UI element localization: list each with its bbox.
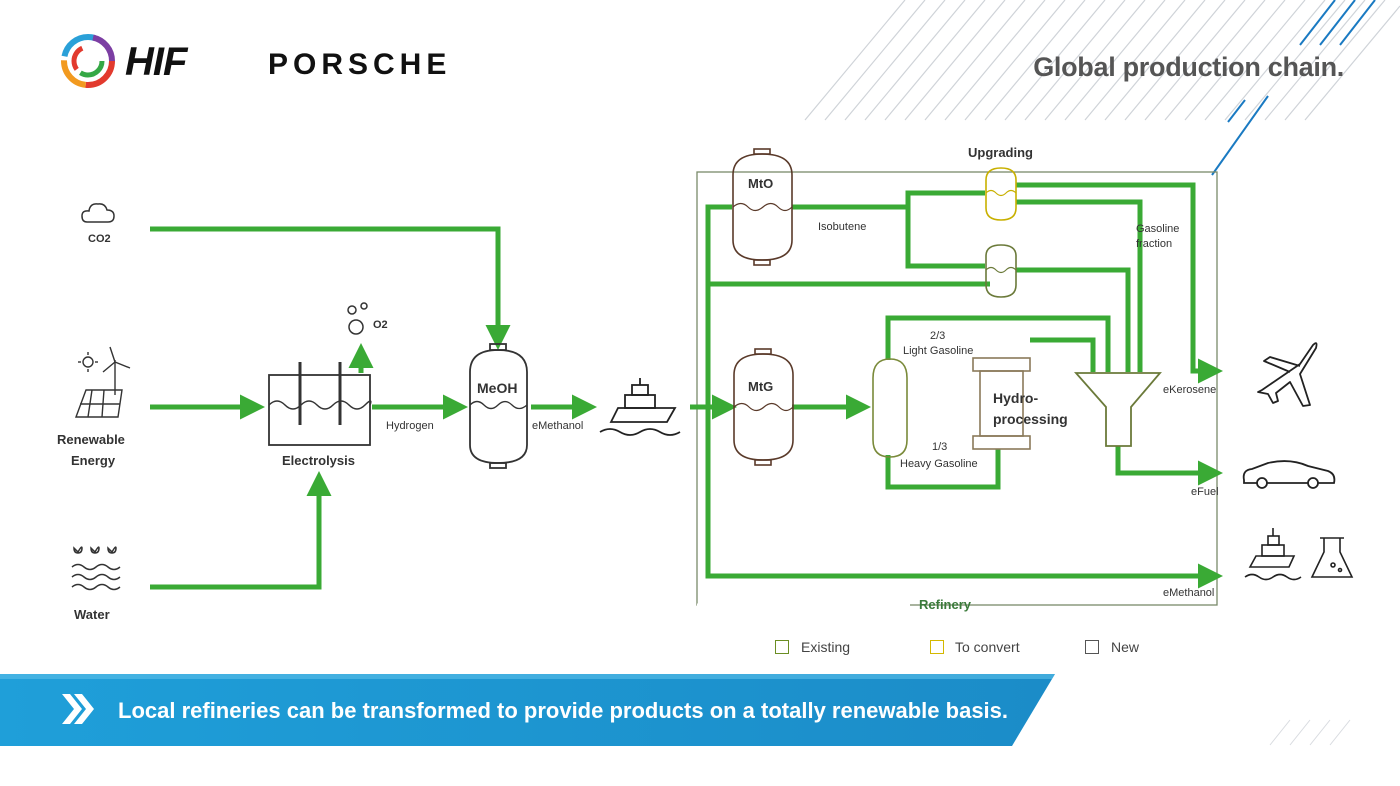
legend-to-convert-swatch (930, 640, 944, 654)
gasoline-fraction-label-line1: Gasoline (1136, 223, 1180, 235)
water-icon (71, 546, 121, 591)
page-title: Global production chain. (1033, 52, 1344, 82)
ship-icon (599, 378, 681, 436)
refinery-label: Refinery (919, 597, 972, 612)
upgrading-label: Upgrading (968, 145, 1033, 160)
double-chevron-icon (62, 694, 94, 724)
ship-output-icon (1244, 528, 1302, 581)
message-banner (0, 674, 1055, 746)
renewable-energy-label-line2: Energy (71, 453, 116, 468)
legend-existing-swatch (775, 640, 789, 654)
hydroprocessing-label-line1: Hydro- (993, 390, 1039, 406)
co2-label: CO2 (88, 233, 111, 245)
legend-new-swatch (1085, 640, 1099, 654)
mto-label: MtO (748, 176, 774, 191)
renewable-energy-icon (74, 346, 131, 418)
o2-label: O2 (373, 319, 388, 331)
emethanol-process-label: eMethanol (532, 420, 584, 432)
hydroprocessing-unit (972, 357, 1031, 450)
light-gasoline-label: Light Gasoline (903, 345, 974, 357)
isobutene-label: Isobutene (818, 221, 867, 233)
emethanol-output-label: eMethanol (1163, 587, 1215, 599)
blending-funnel (1074, 372, 1162, 447)
legend-to-convert-label: To convert (955, 639, 1020, 655)
banner-text: Local refineries can be transformed to p… (118, 698, 1009, 723)
flask-icon (1310, 537, 1354, 578)
electrolysis-unit (268, 362, 372, 446)
airplane-icon (1257, 342, 1318, 407)
hif-brand-text: HIF (125, 40, 187, 84)
refinery-boundary (696, 171, 1218, 606)
mtg-vessel (733, 348, 794, 466)
gasoline-fraction-label-line2: fraction (1136, 238, 1173, 250)
meoh-label: MeOH (477, 380, 518, 396)
heavy-gasoline-label: Heavy Gasoline (900, 458, 978, 470)
cloud-icon (81, 203, 115, 223)
light-fraction-label: 2/3 (930, 330, 946, 342)
upgrading-vessel (985, 167, 1017, 221)
mto-vessel (732, 148, 793, 266)
efuel-label: eFuel (1191, 486, 1219, 498)
gasoline-separator (872, 358, 908, 458)
oxygen-bubbles-icon (347, 302, 368, 335)
co2-flow-line (150, 226, 511, 350)
hydrogen-label: Hydrogen (386, 420, 434, 432)
hydroprocessing-label-line2: processing (993, 411, 1068, 427)
porsche-brand-text: PORSCHE (268, 48, 452, 81)
heavy-fraction-label: 1/3 (932, 441, 948, 453)
legend-new-label: New (1111, 639, 1140, 655)
water-flow-line (150, 471, 332, 590)
water-label: Water (74, 607, 110, 622)
renewable-energy-label-line1: Renewable (57, 432, 125, 447)
mtg-label: MtG (748, 379, 774, 394)
isomerization-vessel (985, 244, 1017, 298)
electrolysis-label: Electrolysis (282, 453, 355, 468)
ekerosene-label: eKerosene (1163, 384, 1217, 396)
hif-logo-icon (61, 34, 115, 88)
meoh-vessel (469, 343, 528, 469)
trunk-line (705, 204, 1223, 589)
legend-existing-label: Existing (801, 639, 851, 655)
car-icon (1242, 460, 1336, 489)
